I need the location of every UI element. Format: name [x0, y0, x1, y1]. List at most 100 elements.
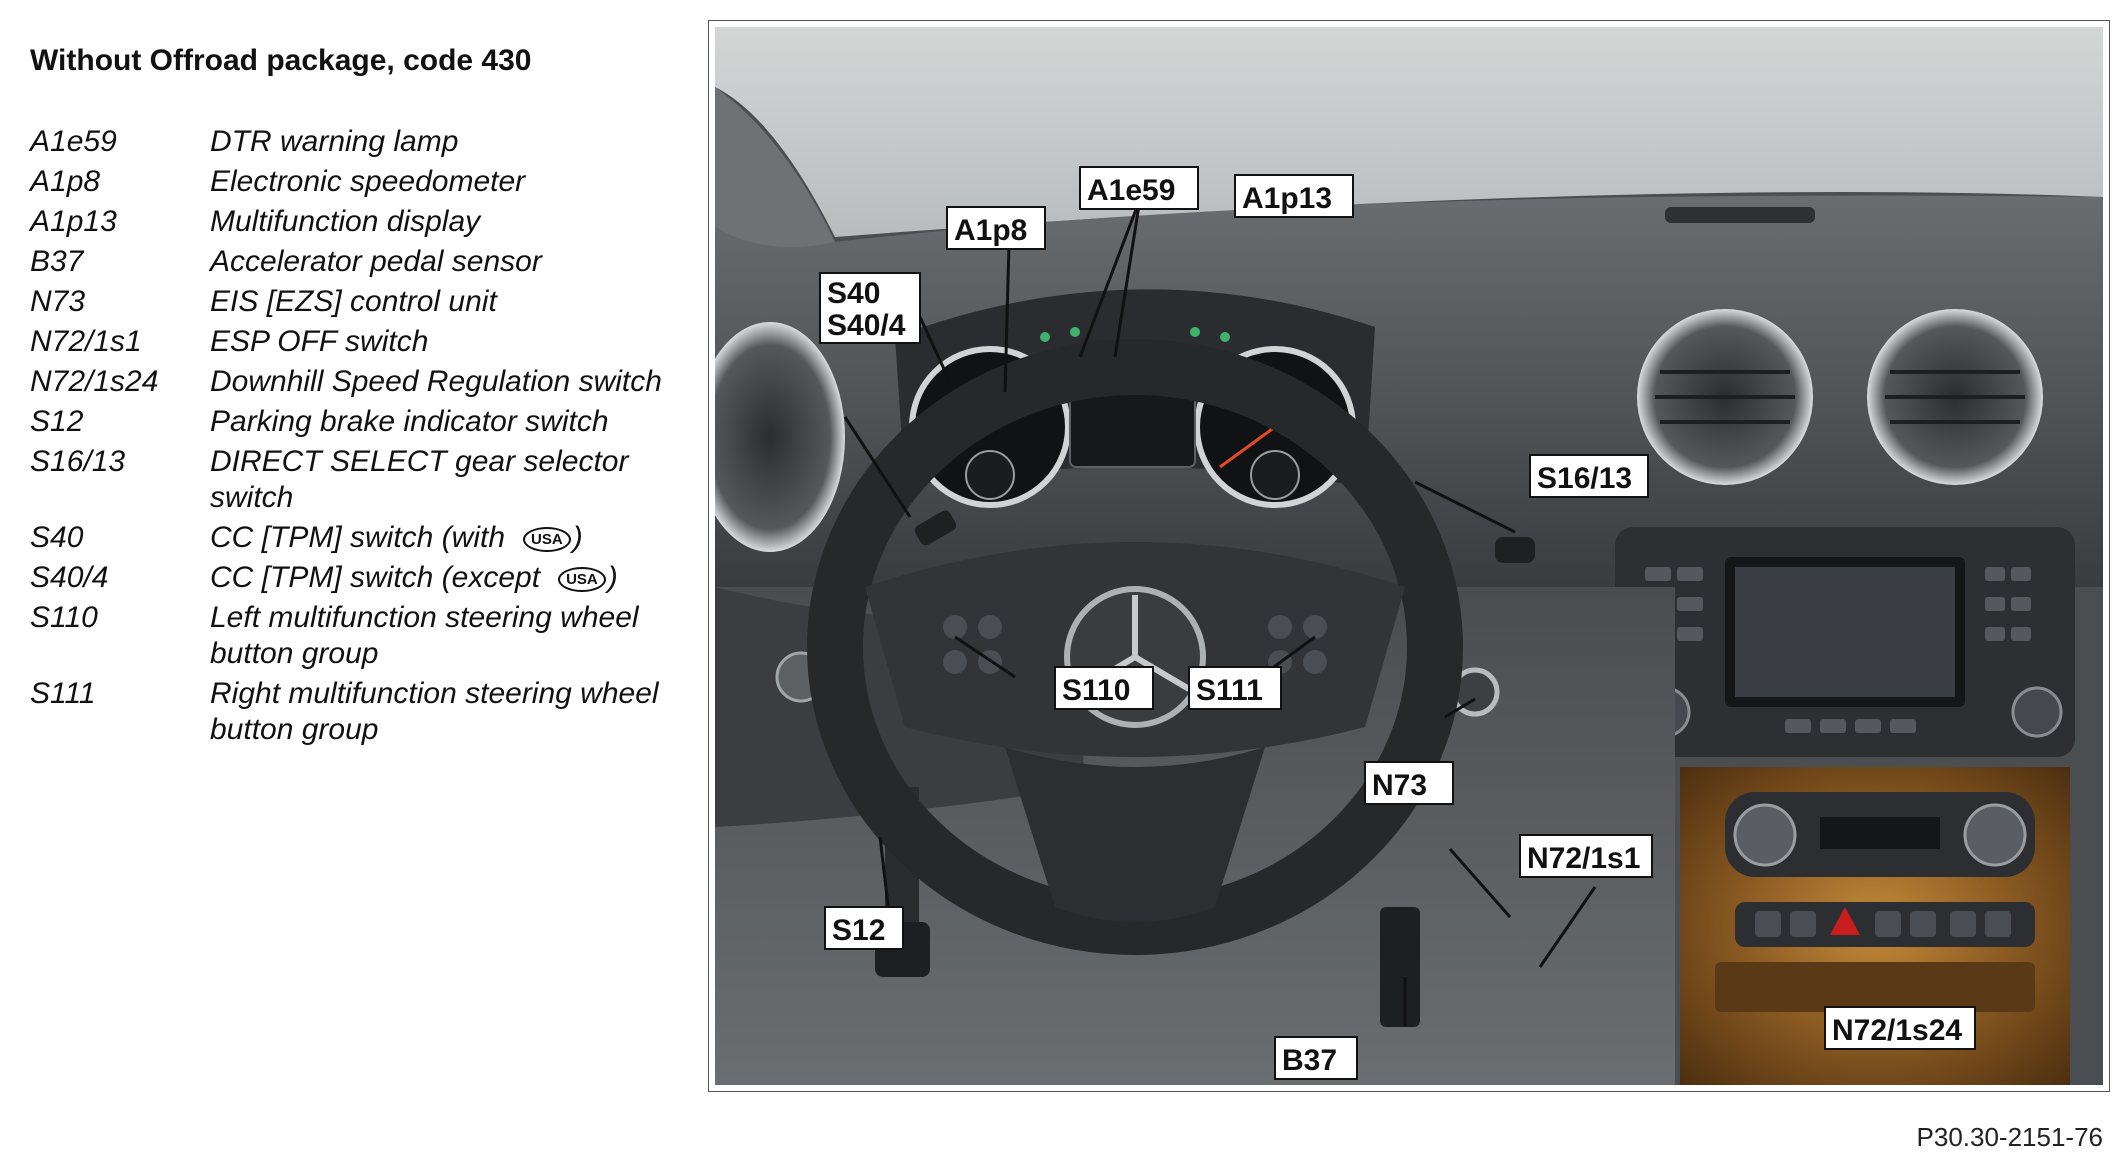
- legend-list: A1e59 DTR warning lamp A1p8 Electronic spe…: [30, 124, 680, 752]
- callout-b37: B37: [1282, 1044, 1337, 1077]
- callout-box: [819, 272, 921, 344]
- legend-code: N72/1s24: [30, 365, 159, 398]
- callout-s12: S12: [832, 914, 885, 947]
- legend-code: S110: [30, 601, 98, 634]
- switch-bar-button: [1950, 911, 1976, 937]
- callouts: A1e59 A1p13 A1p8 S40 S40/4 S16/13 S110 S…: [819, 166, 1976, 1080]
- legend-code: S111: [30, 677, 96, 710]
- legend-desc: Multifunction display: [210, 205, 481, 238]
- legend-code: S16/13: [30, 445, 126, 478]
- legend-desc: EIS [EZS] control unit: [210, 285, 497, 318]
- esp-off-button-shape: [1875, 911, 1901, 937]
- sub-gauge: [1250, 450, 1300, 500]
- tachometer-needle: [1219, 425, 1276, 469]
- callout-box: [824, 906, 904, 950]
- legend-item: A1p8 Electronic speedometer: [30, 164, 680, 200]
- legend-item: S16/13 DIRECT SELECT gear selector switch: [30, 444, 680, 516]
- left-temp-knob: [1733, 803, 1797, 867]
- callout-n72-1s24: N72/1s24: [1832, 1014, 1962, 1047]
- dashboard-photo-frame: A1e59 A1p13 A1p8 S40 S40/4 S16/13 S110 S…: [708, 20, 2110, 1092]
- legend-desc: Parking brake indicator switch: [210, 405, 609, 438]
- direct-select-lever: [1495, 537, 1535, 563]
- legend-item: N73 EIS [EZS] control unit: [30, 284, 680, 320]
- legend-desc: Left multifunction steering wheel button…: [210, 601, 639, 670]
- legend-desc-text: CC [TPM] switch (with: [210, 521, 506, 554]
- indicator-lamps: [1040, 327, 1230, 342]
- legend-item: S12 Parking brake indicator switch: [30, 404, 680, 440]
- dashboard-illustration: A1e59 A1p13 A1p8 S40 S40/4 S16/13 S110 S…: [715, 27, 2103, 1085]
- callout-box: [1364, 761, 1454, 805]
- switch-bar-button: [1790, 911, 1816, 937]
- steering-wheel-rim: [807, 339, 1463, 955]
- legend-code: A1p8: [30, 165, 101, 198]
- callout-a1p13: A1p13: [1242, 182, 1332, 215]
- callout-box: [1519, 834, 1653, 878]
- legend-code: A1e59: [30, 125, 117, 158]
- legend-item: S110 Left multifunction steering wheel bu…: [30, 600, 680, 672]
- legend-desc: Electronic speedometer: [210, 165, 526, 198]
- sub-gauge: [965, 450, 1015, 500]
- legend-code: N73: [30, 285, 86, 318]
- callout-n73: N73: [1372, 769, 1427, 802]
- defrost-vent: [1665, 207, 1815, 223]
- tuning-knob: [2011, 686, 2063, 738]
- legend-desc-suffix: ): [607, 561, 618, 594]
- callout-s16-13: S16/13: [1537, 462, 1632, 495]
- accelerator-pedal: [1380, 907, 1420, 1027]
- callout-n72-1s1: N72/1s1: [1527, 842, 1640, 875]
- callout-box: [1079, 166, 1199, 210]
- callout-box: [1274, 1036, 1358, 1080]
- storage-compartment: [1715, 962, 2035, 1012]
- leader-lines: [843, 198, 1597, 1027]
- callout-s110: S110: [1062, 674, 1130, 707]
- legend-desc-suffix: ): [572, 521, 583, 554]
- dsr-button-shape: [1910, 911, 1936, 937]
- callout-box: [1529, 454, 1649, 498]
- legend-desc: Accelerator pedal sensor: [210, 245, 542, 278]
- callout-box: [1234, 174, 1354, 218]
- callout-a1e59: A1e59: [1087, 174, 1175, 207]
- callout-s40-4: S40/4: [827, 309, 906, 342]
- windshield: [715, 27, 2103, 237]
- legend-item: A1e59 DTR warning lamp: [30, 124, 680, 160]
- legend-code: N72/1s1: [30, 325, 142, 358]
- legend-item: A1p13 Multifunction display: [30, 204, 680, 240]
- legend-code: S40: [30, 521, 84, 554]
- legend-item: S40 CC [TPM] switch (with USA): [30, 520, 680, 556]
- right-temp-knob: [1963, 803, 2027, 867]
- callout-s40: S40: [827, 277, 880, 310]
- usa-symbol-icon: USA: [523, 527, 571, 552]
- legend-desc: CC [TPM] switch (with USA): [210, 520, 680, 556]
- dashboard: [715, 195, 2103, 587]
- legend-desc: DTR warning lamp: [210, 125, 459, 158]
- callout-s111: S111: [1196, 674, 1263, 707]
- climate-display: [1820, 817, 1940, 849]
- legend-item: N72/1s1 ESP OFF switch: [30, 324, 680, 360]
- legend-desc: Right multifunction steering wheel butto…: [210, 677, 659, 746]
- screen-glass: [1735, 567, 1955, 697]
- callout-a1p8: A1p8: [954, 214, 1027, 247]
- callout-box: [946, 206, 1046, 250]
- legend-desc: ESP OFF switch: [210, 325, 429, 358]
- left-air-vent: [715, 322, 845, 552]
- steering-wheel-spoke: [1005, 747, 1265, 922]
- legend-code: S12: [30, 405, 84, 438]
- cruise-control-lever: [914, 510, 957, 546]
- legend-item: S111 Right multifunction steering wheel b…: [30, 676, 680, 748]
- usa-symbol-icon: USA: [558, 567, 606, 592]
- steering-right-buttons: [1268, 615, 1327, 674]
- legend-code: A1p13: [30, 205, 117, 238]
- legend-desc: DIRECT SELECT gear selector switch: [210, 445, 629, 514]
- switch-bar-button: [1985, 911, 2011, 937]
- legend-title: Without Offroad package, code 430: [30, 44, 532, 77]
- vent-slats: [1655, 370, 2025, 424]
- callout-box: [1824, 1006, 1976, 1050]
- switch-bar-button: [1755, 911, 1781, 937]
- hazard-warning-icon: [1830, 907, 1860, 935]
- legend-code: S40/4: [30, 561, 109, 594]
